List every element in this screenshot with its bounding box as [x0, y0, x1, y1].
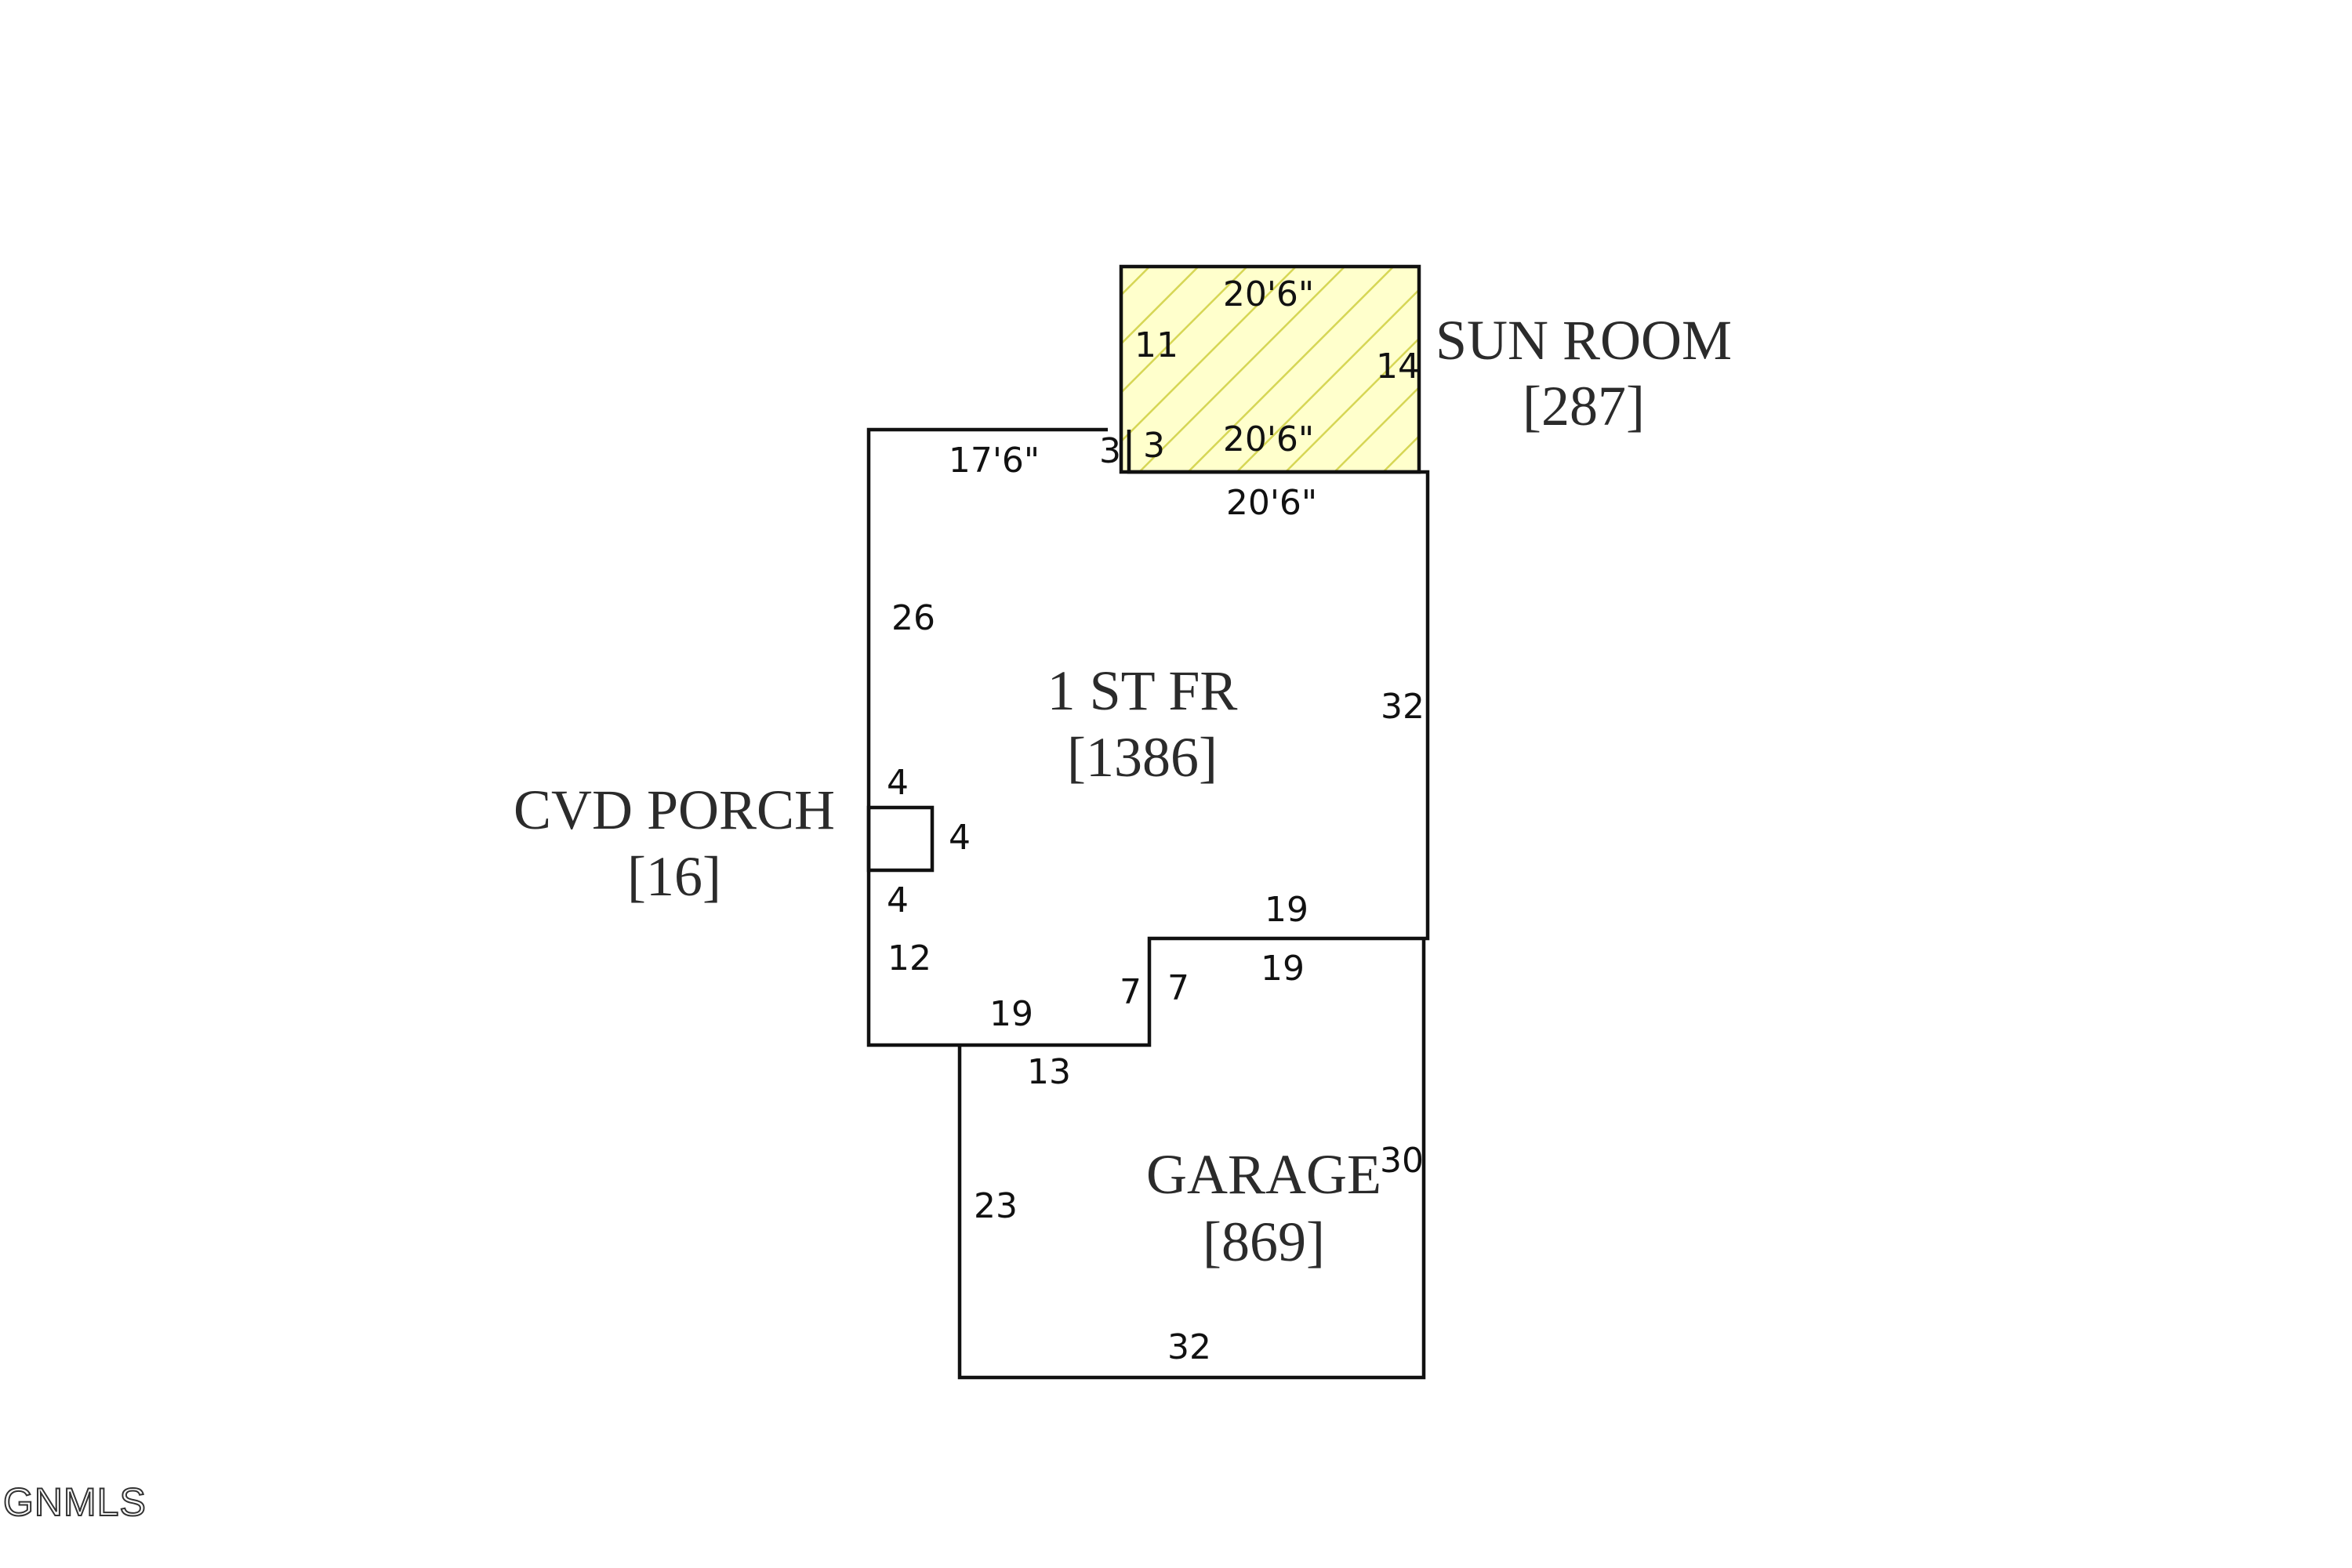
sun-room-shape [1119, 264, 1421, 474]
dim-fr-bottom-left: 19 [989, 994, 1033, 1034]
dim-fr-notch-left: 7 [1120, 972, 1142, 1012]
dim-fr-right: 32 [1381, 687, 1425, 727]
dim-fr-top-right: 20'6" [1226, 483, 1317, 523]
dim-garage-top-left: 13 [1027, 1052, 1071, 1092]
porch-label: CVD PORCH [514, 779, 835, 841]
first-floor-area: [1386] [1067, 726, 1218, 789]
dim-fr-bottom-right: 19 [1265, 890, 1308, 930]
porch-shape [866, 805, 935, 873]
dim-sun-top: 20'6" [1223, 274, 1314, 314]
dim-step-left: 3 [1099, 431, 1121, 471]
porch-area: [16] [627, 845, 721, 908]
dim-sun-bottom: 20'6" [1223, 419, 1314, 459]
dim-fr-left-upper: 26 [891, 598, 935, 638]
dim-porch-top: 4 [887, 763, 909, 803]
dim-fr-left-lower: 12 [887, 938, 931, 978]
dim-sun-right: 14 [1376, 347, 1420, 387]
dim-sun-step: 3 [1143, 426, 1165, 466]
dim-sun-left: 11 [1134, 325, 1178, 365]
watermark: GNMLS [3, 1480, 147, 1524]
dim-porch-bottom: 4 [887, 880, 909, 920]
dim-garage-bottom: 32 [1167, 1327, 1211, 1367]
sun-room-label: SUN ROOM [1436, 309, 1732, 372]
first-floor-label: 1 ST FR [1047, 659, 1238, 722]
dim-garage-right: 30 [1380, 1141, 1424, 1181]
sun-room-area: [287] [1523, 375, 1645, 437]
first-floor-outline [866, 427, 1430, 1047]
dim-garage-left: 23 [974, 1186, 1018, 1226]
dim-fr-top-left: 17'6" [949, 441, 1040, 481]
garage-outline [957, 938, 1426, 1380]
dim-garage-notch: 7 [1167, 968, 1189, 1008]
dim-porch-right: 4 [949, 818, 971, 858]
dim-garage-top-right: 19 [1261, 949, 1305, 989]
garage-area: [869] [1203, 1210, 1325, 1273]
garage-label: GARAGE [1146, 1143, 1381, 1206]
